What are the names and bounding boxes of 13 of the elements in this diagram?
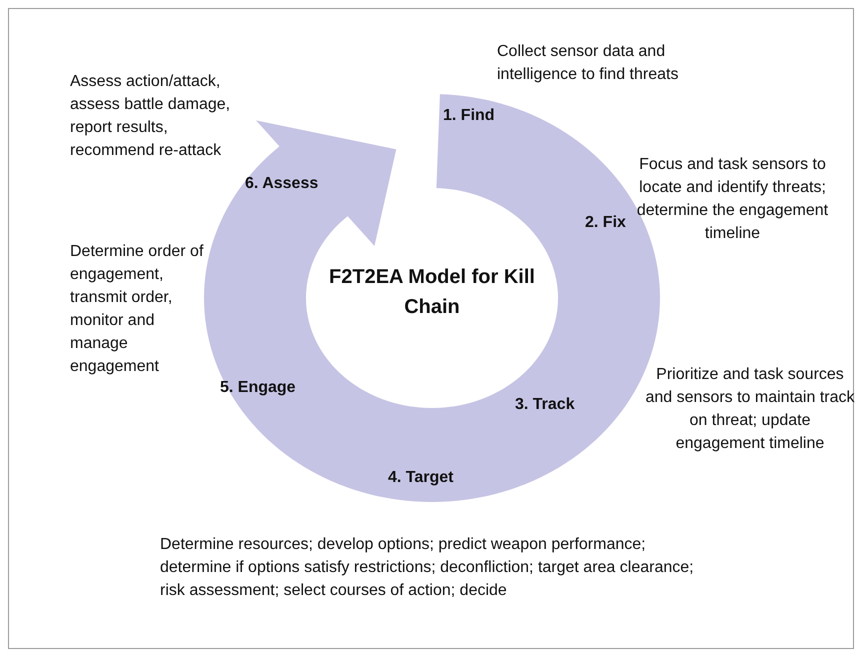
- stage-label: 4. Target: [388, 468, 454, 488]
- stage-description: Assess action/attack, assess battle damage, report results, recommend re-attack: [70, 72, 232, 161]
- stage-label: 6. Assess: [245, 174, 318, 194]
- stage-description: Focus and task sensors to locate and identify threats; determine the engagement timeline: [636, 155, 830, 244]
- stage-label: 1. Find: [443, 106, 495, 126]
- stage-label: 5. Engage: [220, 378, 296, 398]
- stage-description: Collect sensor data and intelligence to find threats: [497, 42, 680, 85]
- diagram-title: F2T2EA Model for Kill Chain: [328, 265, 536, 320]
- stage-description: Determine order of engagement, transmit order, monitor and manage engagement: [70, 242, 204, 377]
- stage-label: 2. Fix: [585, 213, 626, 233]
- stage-description: Prioritize and task sources and sensors to maintain track on threat; update engagement timeline: [645, 365, 855, 454]
- stage-label: 3. Track: [515, 395, 575, 415]
- stage-description: Determine resources; develop options; predict weapon performance; determine if options satisfy restrictions; deconfliction; target area clearance; risk assessment; select courses of action; decide: [160, 535, 695, 601]
